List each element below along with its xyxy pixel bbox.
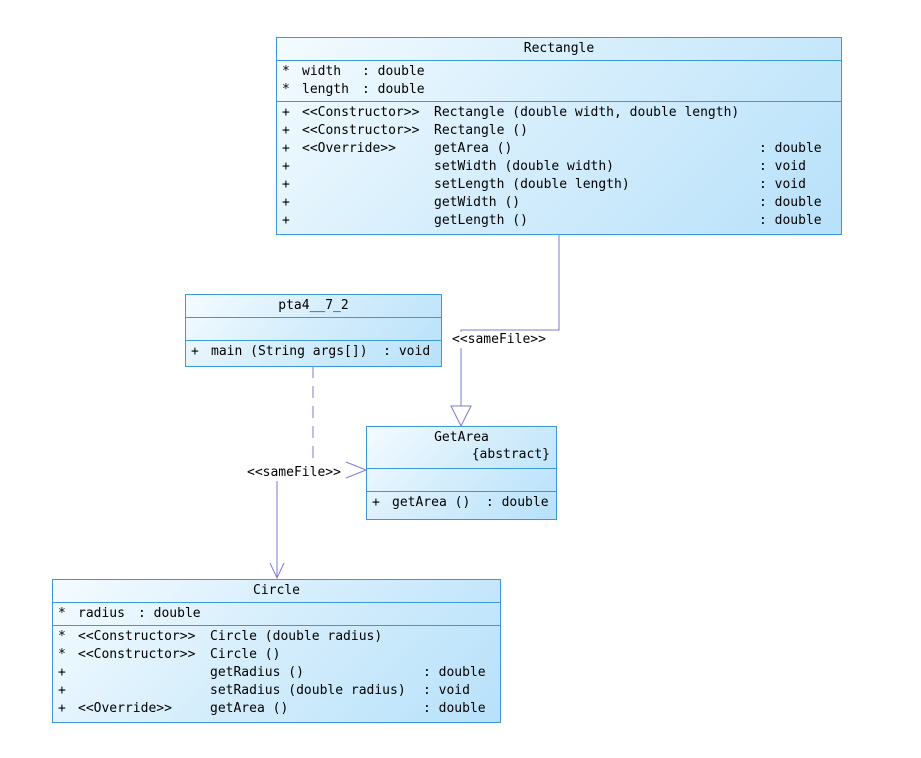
visibility-marker: + <box>282 123 290 138</box>
method-row: + getRadius () : double <box>58 664 495 682</box>
pta-dependency-line <box>312 366 345 471</box>
method-signature: setLength (double length) <box>434 177 630 192</box>
method-signature: getArea () : double <box>392 495 549 510</box>
dependency-arrowhead <box>345 461 368 479</box>
visibility-marker: * <box>282 82 290 97</box>
method-signature: getArea () <box>210 701 289 716</box>
attribute-name: radius <box>78 606 125 621</box>
same-file-label-2: <<sameFile>> <box>247 465 341 481</box>
return-type: : void <box>759 159 806 174</box>
attribute-name: length <box>302 82 349 97</box>
method-signature: Circle () <box>210 647 281 662</box>
attribute-name: width <box>302 64 342 79</box>
method-signature: Rectangle () <box>434 123 528 138</box>
attribute-type: : double <box>362 82 425 97</box>
method-signature: setRadius (double radius) <box>210 683 406 698</box>
return-type: : double <box>759 141 822 156</box>
visibility-marker: + <box>282 105 290 120</box>
method-row: + setLength (double length) : void <box>282 176 836 194</box>
abstract-modifier: {abstract} <box>367 447 556 469</box>
class-name: Rectangle <box>277 38 841 61</box>
visibility-marker: + <box>58 683 66 698</box>
method-row: + setWidth (double width) : void <box>282 158 836 176</box>
attributes-section <box>367 469 556 492</box>
visibility-marker: * <box>58 647 66 662</box>
visibility-marker: * <box>282 64 290 79</box>
return-type: : double <box>759 213 822 228</box>
realization-arrowhead <box>450 405 472 428</box>
method-row: + getWidth () : double <box>282 194 836 212</box>
method-signature: getLength () <box>434 213 528 228</box>
method-row: + <<Constructor>> Rectangle () <box>282 122 836 140</box>
stereotype: <<Constructor>> <box>78 647 196 662</box>
visibility-marker: + <box>58 665 66 680</box>
rectangle-realization-line <box>460 234 560 406</box>
methods-section: * <<Constructor>> Circle (double radius) * <… <box>53 626 500 720</box>
method-row: + <<Override>> getArea () : double <box>282 140 836 158</box>
attribute-type: : double <box>138 606 201 621</box>
class-name: pta4__7_2 <box>186 295 441 318</box>
return-type: : void <box>759 177 806 192</box>
method-signature: getArea () <box>434 141 513 156</box>
attributes-section <box>186 318 441 341</box>
method-row: * <<Constructor>> Circle () <box>58 646 495 664</box>
visibility-marker: * <box>58 606 66 621</box>
class-name: Circle <box>53 580 500 603</box>
method-row: + <<Override>> getArea () : double <box>58 700 495 718</box>
stereotype: <<Constructor>> <box>302 105 420 120</box>
return-type: : double <box>423 701 486 716</box>
stereotype: <<Constructor>> <box>302 123 420 138</box>
method-row: + main (String args[]) : void <box>191 343 436 361</box>
same-file-label-1: <<sameFile>> <box>452 332 546 348</box>
visibility-marker: + <box>282 141 290 156</box>
visibility-marker: + <box>282 195 290 210</box>
method-signature: setWidth (double width) <box>434 159 615 174</box>
method-row: + getArea () : double <box>372 494 551 512</box>
visibility-marker: + <box>191 344 199 359</box>
stereotype: <<Override>> <box>302 141 396 156</box>
method-row: + getLength () : double <box>282 212 836 230</box>
visibility-marker: + <box>282 213 290 228</box>
class-rectangle[interactable]: Rectangle *width: double*length: double … <box>276 37 842 235</box>
visibility-marker: * <box>58 629 66 644</box>
attribute-row: * radius : double <box>58 605 495 623</box>
method-signature: Circle (double radius) <box>210 629 383 644</box>
return-type: : double <box>423 665 486 680</box>
attributes-section: * radius : double <box>53 603 500 626</box>
class-circle[interactable]: Circle * radius : double * <<Constructor>> C… <box>52 579 501 723</box>
visibility-marker: + <box>372 495 380 510</box>
method-row: + setRadius (double radius) : void <box>58 682 495 700</box>
visibility-marker: + <box>282 159 290 174</box>
stereotype: <<Override>> <box>78 701 172 716</box>
method-signature: main (String args[]) : void <box>211 344 431 359</box>
class-name: GetArea <box>434 430 489 445</box>
attributes-section: * width : double * length : double <box>277 61 841 102</box>
stereotype: <<Constructor>> <box>78 629 196 644</box>
methods-section: + <<Constructor>> Rectangle (double width,… <box>277 102 841 232</box>
class-getarea[interactable]: GetArea {abstract} + getArea () : double <box>366 426 557 520</box>
return-type: : double <box>759 195 822 210</box>
method-signature: getWidth () <box>434 195 521 210</box>
methods-section: + getArea () : double <box>367 492 556 514</box>
visibility-marker: + <box>282 177 290 192</box>
method-row: + <<Constructor>> Rectangle (double width,… <box>282 104 836 122</box>
method-signature: getRadius () <box>210 665 304 680</box>
attribute-type: : double <box>362 64 425 79</box>
methods-section: + main (String args[]) : void <box>186 341 441 363</box>
attribute-row: * width : double <box>282 63 836 81</box>
attribute-row: * length : double <box>282 81 836 99</box>
method-row: * <<Constructor>> Circle (double radius) <box>58 628 495 646</box>
circle-arrowhead <box>269 562 285 580</box>
method-signature: Rectangle (double width, double length) <box>434 105 740 120</box>
visibility-marker: + <box>58 701 66 716</box>
class-pta4-7-2[interactable]: pta4__7_2 + main (String args[]) : void <box>185 294 442 367</box>
return-type: : void <box>423 683 470 698</box>
